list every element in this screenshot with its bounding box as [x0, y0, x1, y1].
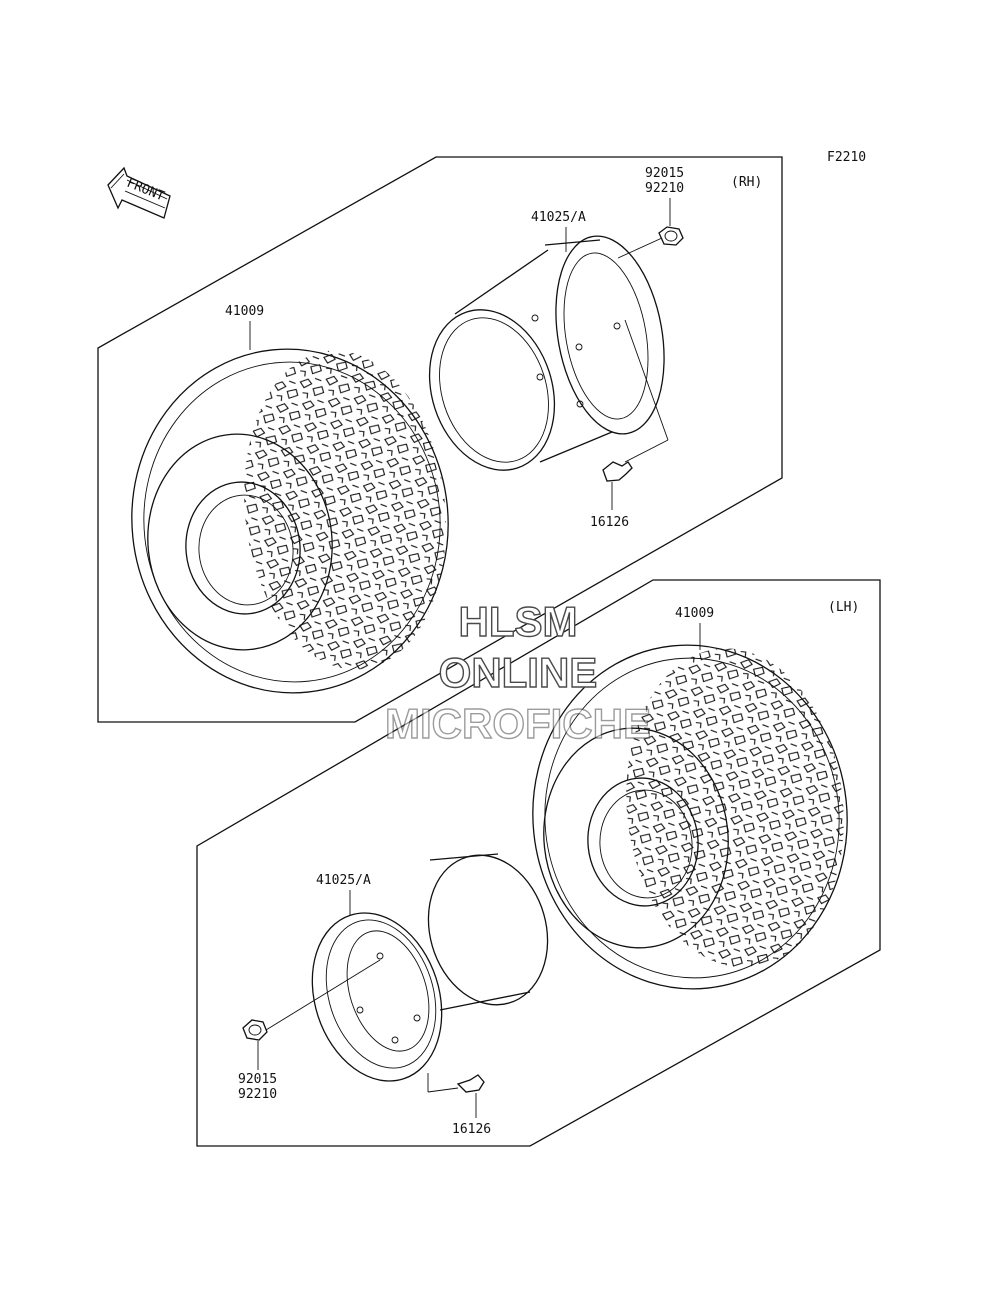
lh-tire: [532, 644, 848, 990]
diagram-code: F2210: [827, 150, 866, 165]
rh-valve-icon: [602, 461, 633, 482]
lh-nut-icon: [242, 1019, 268, 1041]
rh-valve-part: 16126: [590, 515, 629, 530]
rh-tire: [131, 348, 449, 694]
lh-nut-part-1: 92015: [238, 1072, 277, 1087]
watermark-line3: MICROFICHE: [385, 700, 651, 747]
rh-wheel-rim: [428, 235, 665, 471]
rh-frame: [97, 156, 783, 723]
rh-nut-icon: [658, 226, 684, 246]
rh-group: (RH) 92015 92210 41025/A: [97, 156, 783, 723]
watermark: HLSM ONLINE MICROFICHE: [384, 597, 651, 747]
front-arrow-icon: FRONT: [107, 166, 171, 219]
lh-wheel-part: 41025/A: [316, 873, 371, 888]
lh-valve-part: 16126: [452, 1122, 491, 1137]
lh-side-label: (LH): [828, 600, 859, 615]
rh-nut-part-2: 92210: [645, 181, 684, 196]
rh-nut-part-1: 92015: [645, 166, 684, 181]
watermark-line1: HLSM: [459, 598, 578, 645]
rh-side-label: (RH): [731, 175, 762, 190]
lh-valve-icon: [456, 1074, 485, 1093]
lh-tire-part: 41009: [675, 606, 714, 621]
watermark-line2: ONLINE: [439, 649, 598, 696]
lh-wheel-rim: [311, 853, 549, 1082]
lh-group: (LH) 41009 41025/A: [196, 579, 881, 1147]
rh-wheel-part: 41025/A: [531, 210, 586, 225]
lh-nut-part-2: 92210: [238, 1087, 277, 1102]
lh-frame: [196, 579, 881, 1147]
rh-tire-part: 41009: [225, 304, 264, 319]
